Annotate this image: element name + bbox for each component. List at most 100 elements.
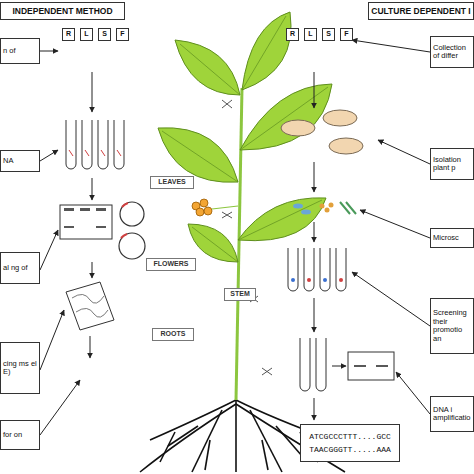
tube-dot (323, 278, 327, 282)
node-text: CULTURE DEPENDENT I (371, 7, 471, 16)
flower-bud (200, 199, 208, 207)
test-tube (336, 248, 346, 291)
screening-tubes (288, 248, 346, 291)
flower-bud (204, 207, 212, 215)
flow-arrow (378, 140, 430, 164)
step-box: Microsc (430, 228, 474, 248)
root-line (235, 398, 237, 472)
step-box: Collection of differ (430, 36, 474, 68)
node-text: n of (3, 47, 37, 56)
trace-line (76, 308, 108, 317)
sample-box: L (304, 28, 317, 41)
node-text: for on (3, 431, 37, 440)
sample-box: F (116, 28, 129, 41)
node-text: R (66, 30, 71, 39)
flow-arrow (314, 72, 315, 108)
flow-arrow (92, 178, 93, 200)
tube-content (85, 150, 89, 156)
sample-box: F (340, 28, 353, 41)
flow-arrow (92, 262, 93, 278)
sample-box: S (98, 28, 111, 41)
leaf-shape (240, 84, 332, 150)
node-text: DNA i amplificatio (433, 406, 471, 423)
flow-arrow (40, 380, 80, 435)
gel-box (348, 352, 394, 380)
root-line (150, 400, 236, 440)
leaf-shape (238, 198, 326, 241)
gel-band (354, 365, 366, 367)
leaf-shape (158, 128, 238, 183)
scissors-icons (222, 100, 272, 375)
gel-box (60, 205, 112, 239)
node-text: STEM (230, 290, 249, 299)
flow-arrow (90, 336, 91, 358)
root-line (276, 426, 302, 456)
node-text: al ng of (3, 264, 37, 273)
step-box: for on (0, 420, 40, 450)
plant-part-label: LEAVES (150, 176, 194, 189)
gel-wells (64, 208, 106, 211)
petri-dish (281, 120, 315, 136)
leaf-vein (192, 227, 238, 262)
test-tube (98, 120, 108, 169)
microbe-cell (301, 210, 311, 215)
flower-stalk (212, 206, 238, 209)
flow-arrow (360, 210, 430, 238)
step-box: NA (0, 150, 40, 172)
test-tube (288, 248, 298, 291)
method-header: CULTURE DEPENDENT I (368, 2, 474, 20)
plasmid-circle (120, 202, 144, 226)
node-text: Screening their promotio an (433, 309, 471, 343)
tube-dot (339, 278, 343, 282)
node-text: F (120, 30, 124, 39)
test-tube (300, 338, 310, 391)
flow-arrow (314, 162, 315, 192)
test-tube (304, 248, 314, 291)
scissors-icon (262, 368, 272, 375)
trace-line (72, 294, 104, 303)
node-text: ROOTS (161, 330, 186, 339)
gel-well (80, 208, 90, 211)
step-box: Isolation plant p (430, 148, 474, 180)
petri-dishes (281, 110, 363, 154)
plasmid-insert (121, 234, 127, 238)
scissors-icon (222, 212, 232, 218)
root-line (192, 410, 222, 472)
petri-dish (329, 138, 363, 154)
flow-arrow (352, 272, 430, 326)
flowers-drawing (192, 199, 212, 216)
tube-content (101, 150, 105, 156)
plasmid-circle (119, 233, 145, 259)
flow-arrow (92, 72, 93, 112)
leaf-veins (162, 16, 328, 262)
leaf-vein (162, 131, 238, 182)
tube-dot (307, 278, 311, 282)
node-text: L (84, 30, 88, 39)
plant-part-label: FLOWERS (146, 258, 196, 271)
test-tube (66, 120, 76, 169)
step-box: DNA i amplificatio (430, 396, 474, 432)
leaf-vein (238, 200, 322, 240)
flower-bud (196, 208, 204, 216)
leaf-vein (180, 44, 240, 95)
test-tube (82, 120, 92, 169)
flow-arrow (314, 298, 315, 332)
node-text: FLOWERS (154, 260, 189, 269)
node-text: cing ms el E) (3, 360, 37, 377)
sample-box: R (62, 28, 75, 41)
right-flow-arrows (314, 40, 430, 420)
gel-well (96, 208, 106, 211)
microbes (293, 202, 356, 215)
leaf-vein (242, 16, 286, 90)
plant-part-label: STEM (224, 288, 256, 301)
leaf-shape (188, 224, 238, 262)
flow-arrow (352, 40, 430, 52)
tube-dot (291, 278, 295, 282)
step-box: al ng of (0, 252, 40, 284)
scissors-icon (222, 100, 232, 108)
flow-arrow (396, 372, 430, 414)
